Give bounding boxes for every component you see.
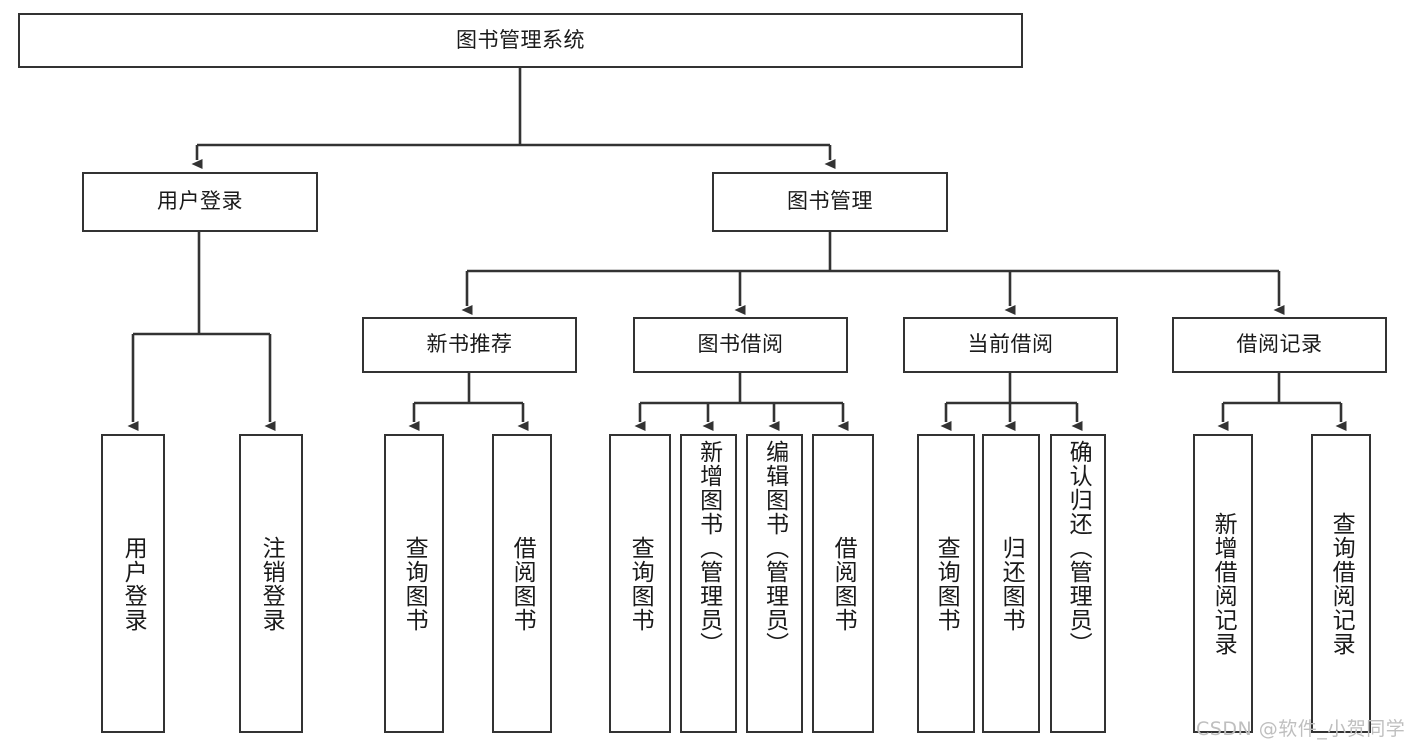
node-leaf-add-book-label: 新增图书（管理员） [695,440,722,656]
node-leaf-return-book[interactable]: 归还图书 [982,434,1040,733]
node-leaf-query-record[interactable]: 查询借阅记录 [1311,434,1371,733]
node-leaf-borrow-book-2-label: 借阅图书 [830,535,857,632]
node-leaf-return-book-label: 归还图书 [998,535,1025,632]
node-new-book-recommend[interactable]: 新书推荐 [362,317,577,373]
node-borrow-record[interactable]: 借阅记录 [1172,317,1387,373]
node-current-borrow[interactable]: 当前借阅 [903,317,1118,373]
node-leaf-edit-book[interactable]: 编辑图书（管理员） [746,434,803,733]
node-leaf-add-book[interactable]: 新增图书（管理员） [680,434,737,733]
node-leaf-borrow-book-2[interactable]: 借阅图书 [812,434,874,733]
node-leaf-query-record-label: 查询借阅记录 [1328,511,1355,656]
node-leaf-query-book-2[interactable]: 查询图书 [609,434,671,733]
node-leaf-query-book-2-label: 查询图书 [627,535,654,632]
node-root[interactable]: 图书管理系统 [18,13,1023,68]
node-leaf-user-login-label: 用户登录 [120,535,147,632]
node-new-book-recommend-label: 新书推荐 [426,332,513,357]
node-root-label: 图书管理系统 [456,27,585,52]
node-user-login-label: 用户登录 [157,189,243,214]
node-leaf-confirm-return-label: 确认归还（管理员） [1065,440,1092,656]
node-leaf-confirm-return[interactable]: 确认归还（管理员） [1050,434,1106,733]
node-book-borrow[interactable]: 图书借阅 [633,317,848,373]
csdn-watermark: CSDN @软件_小贺同学 [1196,718,1405,740]
node-leaf-borrow-book-1[interactable]: 借阅图书 [492,434,552,733]
node-leaf-query-book-1[interactable]: 查询图书 [384,434,444,733]
node-book-manage-label: 图书管理 [787,189,873,214]
node-leaf-query-book-3[interactable]: 查询图书 [917,434,975,733]
node-book-borrow-label: 图书借阅 [697,332,784,357]
node-leaf-add-record-label: 新增借阅记录 [1210,511,1237,656]
node-leaf-query-book-3-label: 查询图书 [933,535,960,632]
node-leaf-logout-login[interactable]: 注销登录 [239,434,303,733]
node-leaf-logout-login-label: 注销登录 [258,535,285,632]
node-borrow-record-label: 借阅记录 [1236,332,1323,357]
node-leaf-borrow-book-1-label: 借阅图书 [509,535,536,632]
node-leaf-user-login[interactable]: 用户登录 [101,434,165,733]
node-book-manage[interactable]: 图书管理 [712,172,948,232]
node-leaf-edit-book-label: 编辑图书（管理员） [761,440,788,656]
node-user-login[interactable]: 用户登录 [82,172,318,232]
node-leaf-add-record[interactable]: 新增借阅记录 [1193,434,1253,733]
node-leaf-query-book-1-label: 查询图书 [401,535,428,632]
node-current-borrow-label: 当前借阅 [967,332,1054,357]
